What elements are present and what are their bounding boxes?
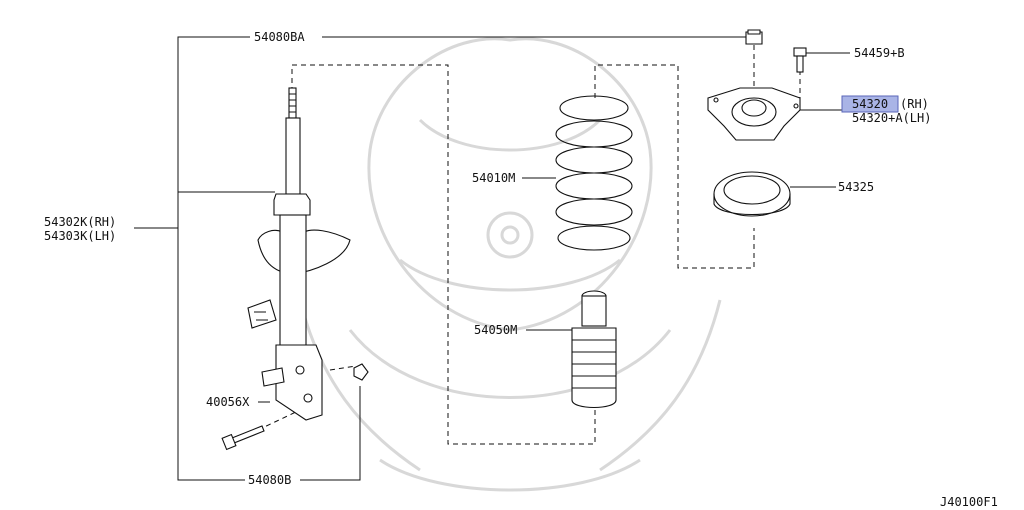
label-54320a-lh[interactable]: 54320+A(LH) (852, 111, 931, 125)
boot-54050m (571, 290, 617, 409)
assembly-dash-lines (257, 45, 801, 445)
watermark-emblem (298, 37, 722, 492)
label-54320-rh[interactable]: 54320 (852, 97, 888, 111)
nut-54080b (353, 363, 369, 381)
callout-labels: 54080BA 54459+B 54320 (RH) 54320+A(LH) 5… (44, 30, 998, 509)
label-54080b[interactable]: 54080B (248, 473, 291, 487)
strut-assembly (247, 87, 351, 421)
bolt-40056x (221, 425, 265, 451)
bearing-54325 (713, 171, 791, 217)
coil-spring-54010m (555, 95, 633, 251)
label-54050m[interactable]: 54050M (474, 323, 517, 337)
bolt-54459b (793, 47, 807, 73)
mount-insulator-54320 (707, 87, 801, 141)
label-54303k[interactable]: 54303K(LH) (44, 229, 116, 243)
label-54010m[interactable]: 54010M (472, 171, 515, 185)
figure-id: J40100F1 (940, 495, 998, 509)
label-54459b[interactable]: 54459+B (854, 46, 905, 60)
leader-lines (134, 36, 850, 481)
part-highlight (841, 95, 899, 113)
label-40056x[interactable]: 40056X (206, 395, 250, 409)
nut-54080ba (745, 29, 763, 45)
label-54320-rh-suffix: (RH) (900, 97, 929, 111)
label-54080ba[interactable]: 54080BA (254, 30, 305, 44)
label-54325[interactable]: 54325 (838, 180, 874, 194)
label-54302k[interactable]: 54302K(RH) (44, 215, 116, 229)
